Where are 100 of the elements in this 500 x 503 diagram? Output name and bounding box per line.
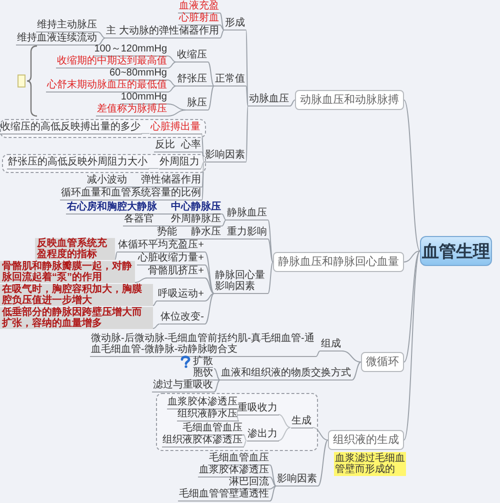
branch-line [141,133,150,134]
branch-line [214,368,220,380]
branch-line [222,214,226,220]
highlighted-note: 骨骼肌和静脉瓣膜一起，对静脉回流起着“泵”的作用 [0,261,135,283]
topic-label: 组织液胶体渗透压 [162,434,244,447]
branch-line [270,476,276,486]
topic-label: 100mmHg [120,92,168,104]
branch-line [290,100,296,106]
branch-line [128,186,140,188]
topic-label: 正常值 [214,74,246,86]
topic-label: 血液充盈 [178,0,220,14]
branch-line [204,293,214,302]
topic-label: 60~80mmHg [108,68,168,80]
branch-line [243,440,247,447]
topic-label: 外周阻力 [158,156,200,169]
topic-label: 体位改变- [160,312,205,324]
topic-label: 血液和组织液的物质交换方式 [220,368,352,380]
topic-label: 淋巴回流 [228,476,270,490]
branch-line [246,86,248,106]
topic-label: 脉压 [186,98,208,110]
topic-label: 毛细血管血压 [208,452,270,466]
topic-label: 维持血液连续流动 [16,32,98,46]
branch-line [214,380,220,392]
branch-line [134,278,148,283]
branch-line [200,162,204,169]
topic-label: 重力影响 [226,226,268,240]
topic-label: 收缩压的高低反映搏出量的多少 [0,121,142,134]
branch-line [114,252,118,260]
branch-line [152,324,160,329]
branch-line [220,30,224,38]
branch-line [312,427,328,440]
topic-label: 渗出力 [246,428,278,441]
topic-label: 心脏收缩力量+ [137,252,205,266]
topic-label: 差值称为脉搏压 [96,104,168,116]
topic-label: 中心静脉压 [170,202,222,214]
branch-line [208,86,214,110]
branch-line [168,62,176,68]
topic-label: 100～120mmHg [93,44,168,56]
branch-line [98,32,106,38]
topic-label: 体循环平均充盈压+ [117,240,205,252]
branch-line [168,86,176,92]
topic-label: 势能 [156,226,178,240]
dashed-boundary [2,154,206,173]
branch-line [342,350,362,362]
topic-label: 反比 [154,140,176,152]
topic-label: 呼吸运动+ [157,288,205,302]
branch-line [168,110,186,116]
topic-label: 血浆胶体渗透压 [166,396,238,409]
branch-line [220,12,224,30]
topic-label: 组成 [320,338,342,352]
central-topic: 血管生理 [420,236,492,266]
topic-label: 右心房和胸腔大静脉 [66,202,158,214]
branch-line [352,362,362,380]
branch-line [98,38,106,46]
topic-label: 收缩压 [176,50,208,62]
branch-line [316,350,320,357]
topic-label: 影响因素 [204,150,246,162]
branch-line [202,162,204,188]
branch-line [404,250,420,262]
branch-line [204,264,214,294]
branch-line [202,162,204,200]
branch-line [148,168,159,169]
topic-label: 影响因素 [276,474,318,486]
branch-line [168,56,176,62]
branch-line [270,486,276,502]
topic-label: 静脉回心量影响因素 [214,270,268,294]
topic-label: 微动脉-后微动脉-毛细血管前括约肌-真毛细血管-通血毛细血管-微静脉-动静脉吻合支 [90,333,316,357]
topic-label: 重吸收力 [236,402,278,415]
main-topic: 微循环 [361,352,404,372]
topic-label: 收缩期的中期达到最高值 [56,56,168,68]
branch-line [268,262,274,294]
branch-line [243,434,247,441]
topic-label: 心舒末期动脉血压的最低值 [46,80,168,92]
topic-label: 生成 [290,415,312,428]
main-topic: 静脉血压和静脉回心血量 [273,252,404,272]
branch-line [268,238,274,262]
topic-label: 心脏射血 [178,12,220,26]
branch-line [270,486,276,490]
main-topic: 动脉血压和动脉脉搏 [295,90,404,110]
branch-line [220,24,224,30]
topic-label: 舒张压的高低反映外周阻力大小 [6,156,148,169]
topic-label: 各器官 [123,214,155,226]
topic-label: 动脉血压 [248,94,290,106]
topic-label: 血浆胶体渗透压 [198,464,270,478]
branch-line [318,440,328,486]
highlighted-note: 血浆滤过毛细血管壁而形成的 [334,452,406,476]
topic-label: 心率 [180,140,202,152]
topic-label: 扩散 [193,356,213,368]
branch-line [404,250,420,440]
highlighted-note: 反映血管系统充盈程度的指标 [35,238,115,260]
branch-line [204,252,214,294]
branch-line [270,464,276,486]
branch-line [246,106,248,162]
topic-label: 循环血量和血管系统容量的比例 [60,188,202,200]
topic-label: 外周静脉压 [170,214,222,226]
branch-line [208,62,214,86]
topic-label: 组织液静水压 [176,408,238,421]
branch-line [278,427,291,441]
topic-label: 胞饮 [192,368,214,380]
branch-line [178,238,190,240]
